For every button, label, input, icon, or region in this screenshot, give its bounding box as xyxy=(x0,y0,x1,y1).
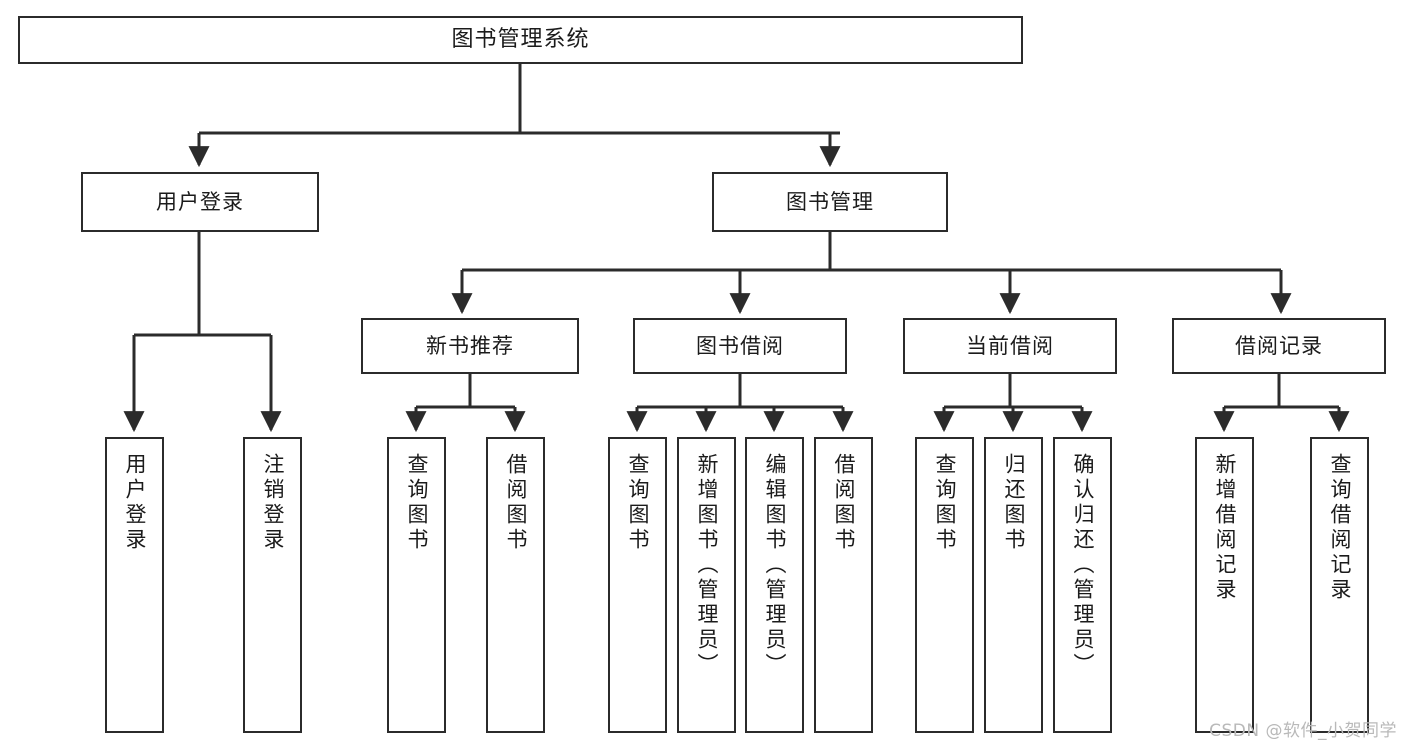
csdn-watermark: CSDN @软件_小贺同学 xyxy=(1209,721,1397,741)
node-new-book-recommend[interactable]: 新书推荐 xyxy=(361,318,579,374)
node-leaf-add-record-label: 新增借阅记录 xyxy=(1213,453,1237,603)
node-leaf-return-book-label: 归还图书 xyxy=(1002,453,1026,553)
node-leaf-user-login-label: 用户登录 xyxy=(123,453,147,553)
node-leaf-add-book[interactable]: 新增图书（管理员） xyxy=(677,437,736,733)
node-leaf-query-book-1[interactable]: 查询图书 xyxy=(387,437,446,733)
node-leaf-user-logout-label: 注销登录 xyxy=(261,453,285,553)
node-leaf-query-book-3-label: 查询图书 xyxy=(933,453,957,553)
node-current-borrow[interactable]: 当前借阅 xyxy=(903,318,1117,374)
node-leaf-edit-book-label: 编辑图书（管理员） xyxy=(763,453,787,678)
node-leaf-borrow-book-2[interactable]: 借阅图书 xyxy=(814,437,873,733)
node-new-book-recommend-label: 新书推荐 xyxy=(426,333,514,358)
node-leaf-query-book-3[interactable]: 查询图书 xyxy=(915,437,974,733)
node-leaf-borrow-book-1-label: 借阅图书 xyxy=(504,453,528,553)
node-book-manage[interactable]: 图书管理 xyxy=(712,172,948,232)
node-leaf-query-book-2-label: 查询图书 xyxy=(626,453,650,553)
node-leaf-borrow-book-2-label: 借阅图书 xyxy=(832,453,856,553)
node-borrow-record-label: 借阅记录 xyxy=(1235,333,1323,358)
node-root[interactable]: 图书管理系统 xyxy=(18,16,1023,64)
node-leaf-user-logout[interactable]: 注销登录 xyxy=(243,437,302,733)
node-leaf-query-record[interactable]: 查询借阅记录 xyxy=(1310,437,1369,733)
node-book-borrow-label: 图书借阅 xyxy=(696,333,784,358)
node-leaf-return-book[interactable]: 归还图书 xyxy=(984,437,1043,733)
node-leaf-borrow-book-1[interactable]: 借阅图书 xyxy=(486,437,545,733)
node-book-manage-label: 图书管理 xyxy=(786,189,874,214)
node-user-login-label: 用户登录 xyxy=(156,189,244,214)
node-leaf-add-record[interactable]: 新增借阅记录 xyxy=(1195,437,1254,733)
node-leaf-user-login[interactable]: 用户登录 xyxy=(105,437,164,733)
node-leaf-query-book-1-label: 查询图书 xyxy=(405,453,429,553)
node-root-label: 图书管理系统 xyxy=(451,27,590,53)
node-user-login[interactable]: 用户登录 xyxy=(81,172,319,232)
node-leaf-edit-book[interactable]: 编辑图书（管理员） xyxy=(745,437,804,733)
node-borrow-record[interactable]: 借阅记录 xyxy=(1172,318,1386,374)
node-leaf-query-book-2[interactable]: 查询图书 xyxy=(608,437,667,733)
node-leaf-add-book-label: 新增图书（管理员） xyxy=(695,453,719,678)
node-leaf-query-record-label: 查询借阅记录 xyxy=(1328,453,1352,603)
node-current-borrow-label: 当前借阅 xyxy=(966,333,1054,358)
node-leaf-confirm-return[interactable]: 确认归还（管理员） xyxy=(1053,437,1112,733)
node-leaf-confirm-return-label: 确认归还（管理员） xyxy=(1071,453,1095,678)
node-book-borrow[interactable]: 图书借阅 xyxy=(633,318,847,374)
